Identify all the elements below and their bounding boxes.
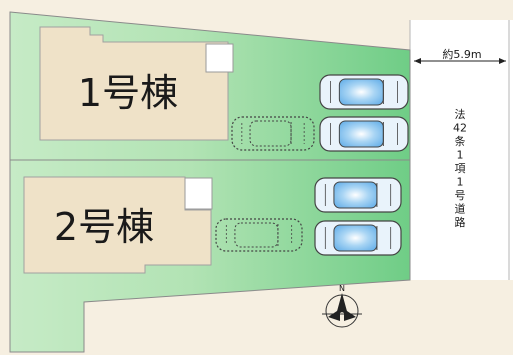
car-icon	[319, 116, 409, 152]
road-label-char: 法	[455, 107, 466, 121]
road-label-char: 道	[455, 202, 466, 216]
building-1: 1号棟	[39, 26, 234, 141]
car-icon	[314, 220, 402, 256]
north-label: N	[339, 284, 345, 293]
car-icon	[314, 177, 402, 213]
road-label-char: 路	[455, 216, 466, 229]
building-2-label: 2号棟	[54, 205, 154, 249]
car-optional-icon	[215, 218, 303, 252]
road-label-char: 1	[457, 176, 464, 189]
road-surface	[410, 20, 513, 280]
building-1-label: 1号棟	[78, 71, 178, 115]
building-1-porch	[205, 43, 234, 73]
north-arrow-icon: N	[322, 284, 362, 328]
road-label-char: 1	[457, 149, 464, 162]
car-optional-icon	[231, 116, 315, 151]
road-label-char: 号	[455, 189, 466, 202]
road-label-char: 項	[455, 162, 466, 175]
car-icon	[319, 74, 409, 110]
road	[409, 20, 513, 280]
parking-area	[215, 74, 409, 256]
road-width-label: 約5.9m	[442, 47, 481, 61]
road-label-char: 条	[455, 134, 466, 148]
road-width-dimension: 約5.9m	[414, 47, 506, 64]
building-2: 2号棟	[23, 176, 213, 274]
road-label-char: 42	[453, 122, 467, 135]
building-2-porch	[184, 177, 213, 210]
